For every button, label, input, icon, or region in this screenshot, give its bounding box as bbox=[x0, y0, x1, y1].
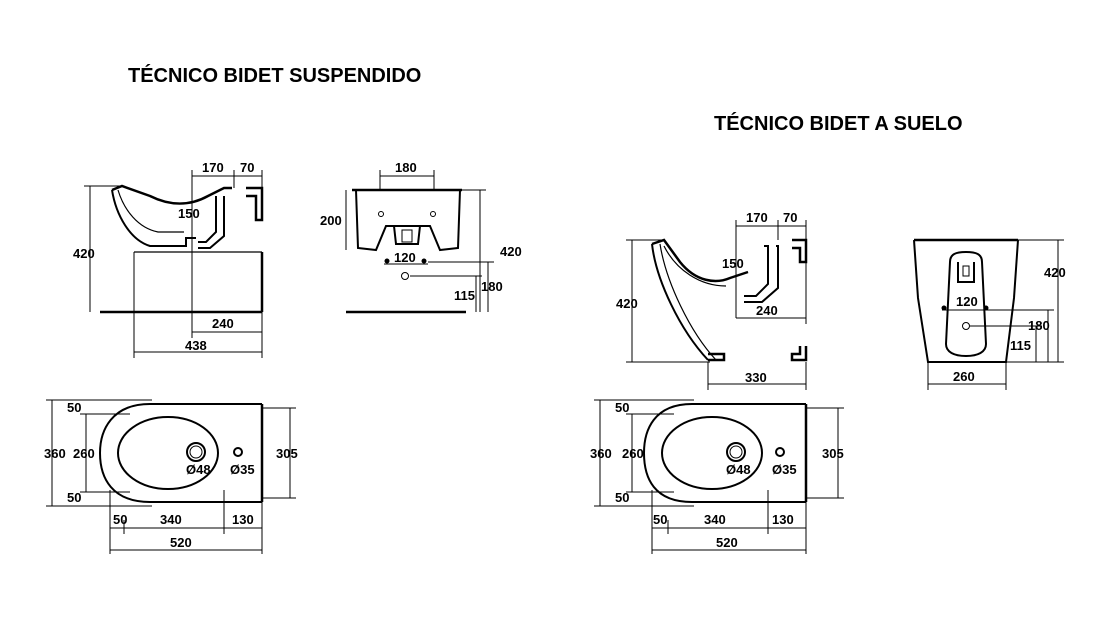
dim-floor-plan-35: Ø35 bbox=[772, 462, 797, 477]
dim-floor-side-240: 240 bbox=[756, 303, 778, 318]
dim-plan-50-bottom: 50 bbox=[67, 490, 81, 505]
floor-front-view: 420 120 180 115 260 bbox=[913, 238, 1066, 390]
dim-plan-48: Ø48 bbox=[186, 462, 211, 477]
floor-plan-tap-hole bbox=[775, 447, 785, 457]
dim-plan-35: Ø35 bbox=[230, 462, 255, 477]
suspended-front-body bbox=[355, 189, 461, 252]
dim-floor-plan-360: 360 bbox=[590, 446, 612, 461]
floor-side-outer bbox=[651, 243, 709, 361]
floor-front-supply-hole bbox=[962, 322, 970, 330]
dim-floor-side-330: 330 bbox=[745, 370, 767, 385]
floor-plan-waste-outer bbox=[726, 442, 746, 462]
dim-front-120: 120 bbox=[394, 250, 416, 265]
floor-side-waste bbox=[744, 245, 769, 297]
title-floor: TÉCNICO BIDET A SUELO bbox=[714, 112, 963, 135]
dim-plan-340: 340 bbox=[160, 512, 182, 527]
suspended-front-fix-hole-left bbox=[378, 211, 384, 217]
floor-side-waste-outer bbox=[744, 245, 779, 303]
suspended-side-view: 170 70 150 420 240 438 bbox=[73, 160, 264, 358]
dim-front-180: 180 bbox=[395, 160, 417, 175]
suspended-front-waste bbox=[393, 225, 421, 245]
suspended-plan-waste-inner bbox=[189, 445, 203, 459]
suspended-side-rim bbox=[111, 184, 232, 205]
dim-floor-side-150: 150 bbox=[722, 256, 744, 271]
dim-floor-front-115: 115 bbox=[1010, 338, 1031, 353]
dim-front-180b: 180 bbox=[481, 279, 503, 294]
floor-front-inner bbox=[944, 250, 988, 358]
dim-floor-plan-50-top: 50 bbox=[615, 400, 629, 415]
suspended-front-fix-hole-right bbox=[430, 211, 436, 217]
suspended-side-bowl-inner bbox=[117, 189, 184, 233]
floor-side-outer-inner bbox=[659, 243, 717, 361]
dim-side-150: 150 bbox=[178, 206, 200, 221]
suspended-front-fix-dot-right bbox=[421, 258, 427, 264]
suspended-plan-bowl bbox=[117, 416, 219, 490]
floor-plan-view: Ø48 Ø35 360 260 50 50 305 50 340 130 520 bbox=[590, 399, 844, 554]
suspended-plan-view: Ø48 Ø35 360 260 50 50 305 50 340 130 520 bbox=[44, 399, 298, 554]
dim-floor-side-170: 170 bbox=[746, 210, 768, 225]
suspended-plan-outline bbox=[98, 403, 262, 503]
dim-plan-360: 360 bbox=[44, 446, 66, 461]
dim-side-438: 438 bbox=[185, 338, 207, 353]
dim-floor-front-260: 260 bbox=[953, 369, 975, 384]
floor-side-rim bbox=[651, 238, 749, 283]
suspended-front-waste-slot bbox=[401, 229, 413, 243]
title-suspended: TÉCNICO BIDET SUSPENDIDO bbox=[128, 64, 421, 87]
suspended-side-waste bbox=[198, 196, 217, 243]
dim-side-240: 240 bbox=[212, 316, 234, 331]
dim-floor-side-70: 70 bbox=[783, 210, 797, 225]
dim-floor-plan-260: 260 bbox=[622, 446, 644, 461]
floor-side-bowl bbox=[663, 245, 727, 287]
dim-floor-plan-48: Ø48 bbox=[726, 462, 751, 477]
floor-side-bracket-bottom bbox=[790, 346, 808, 362]
dim-floor-plan-520: 520 bbox=[716, 535, 738, 550]
dim-floor-plan-50-bottom: 50 bbox=[615, 490, 629, 505]
dim-floor-plan-305: 305 bbox=[822, 446, 844, 461]
floor-side-foot bbox=[708, 352, 726, 362]
suspended-plan-tap-hole bbox=[233, 447, 243, 457]
suspended-front-supply-hole bbox=[401, 272, 409, 280]
dim-plan-305: 305 bbox=[276, 446, 298, 461]
dim-front-115: 115 bbox=[454, 288, 475, 303]
dim-side-420: 420 bbox=[73, 246, 95, 261]
suspended-plan-waste-outer bbox=[186, 442, 206, 462]
dim-plan-520: 520 bbox=[170, 535, 192, 550]
floor-front-fix-dot-left bbox=[941, 305, 947, 311]
dim-floor-plan-130: 130 bbox=[772, 512, 794, 527]
suspended-side-bowl-outer bbox=[111, 189, 196, 247]
dim-floor-front-120: 120 bbox=[956, 294, 978, 309]
floor-front-body bbox=[913, 239, 1019, 363]
dim-floor-side-420: 420 bbox=[616, 296, 638, 311]
floor-side-bracket-top bbox=[792, 238, 808, 264]
dim-plan-50-left: 50 bbox=[113, 512, 127, 527]
floor-side-view: 170 70 150 420 240 330 bbox=[616, 210, 808, 390]
suspended-side-bracket bbox=[246, 186, 264, 222]
dim-front-200: 200 bbox=[320, 213, 342, 228]
floor-plan-bowl bbox=[661, 416, 763, 490]
dim-floor-plan-50-left: 50 bbox=[653, 512, 667, 527]
floor-front-fix-dot-right bbox=[983, 305, 989, 311]
dim-floor-front-420: 420 bbox=[1044, 265, 1066, 280]
dim-side-70: 70 bbox=[240, 160, 254, 175]
dim-plan-130: 130 bbox=[232, 512, 254, 527]
floor-plan-outline bbox=[642, 403, 806, 503]
dim-plan-50-top: 50 bbox=[67, 400, 81, 415]
dim-side-170: 170 bbox=[202, 160, 224, 175]
suspended-side-waste-outer bbox=[198, 196, 225, 249]
dim-plan-260: 260 bbox=[73, 446, 95, 461]
dim-floor-plan-340: 340 bbox=[704, 512, 726, 527]
suspended-front-fix-dot-left bbox=[384, 258, 390, 264]
floor-plan-waste-inner bbox=[729, 445, 743, 459]
floor-front-waste-slot bbox=[962, 265, 970, 277]
dim-front-420: 420 bbox=[500, 244, 522, 259]
floor-front-waste bbox=[957, 262, 975, 283]
suspended-front-view: 180 200 120 420 180 115 bbox=[320, 160, 522, 314]
